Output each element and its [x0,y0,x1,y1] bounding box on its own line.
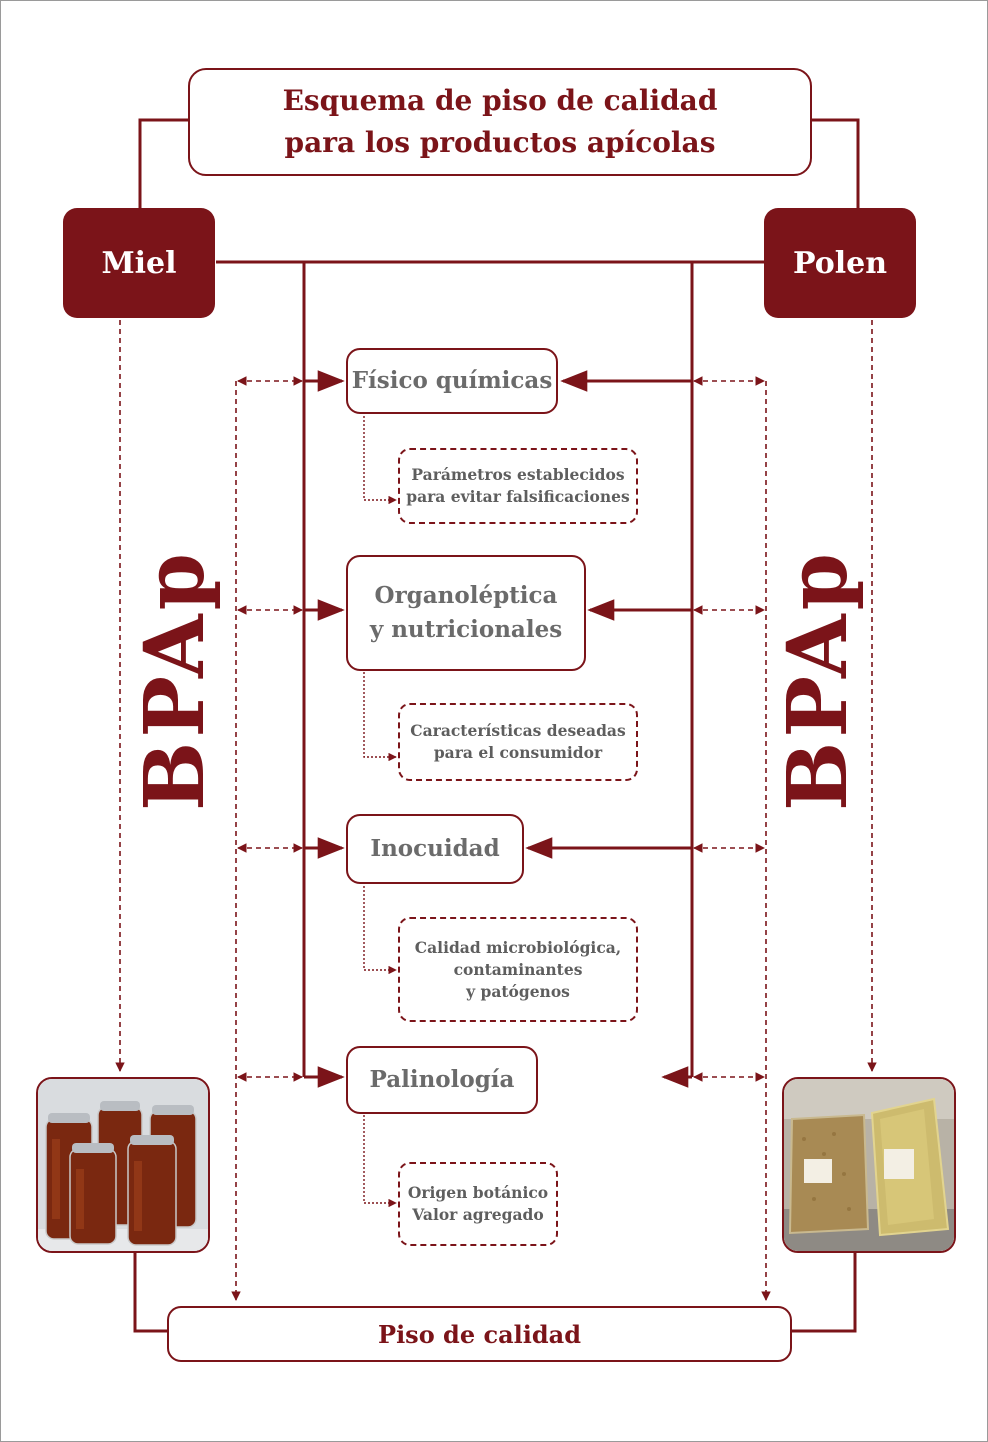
note-line: para el consumidor [433,743,603,762]
piso-de-calidad-box: Piso de calidad [167,1306,792,1362]
note-inocuidad: Calidad microbiológica, contaminantes y … [398,917,638,1022]
note-line: para evitar falsificaciones [406,487,630,506]
note-organoleptica: Características deseadas para el consumi… [398,703,638,781]
miel-photo-to-floor [133,1253,167,1333]
organo-to-note-dotted [363,672,397,762]
note-line: Características deseadas [410,721,626,740]
diagram-title: Esquema de piso de calidad para los prod… [188,68,812,176]
title-line-1: Esquema de piso de calidad [282,84,718,117]
honey-jars-image [38,1079,208,1251]
piso-de-calidad-label: Piso de calidad [378,1319,581,1349]
note-line: Origen botánico [407,1183,549,1202]
bpap-label-left: BPAp [127,549,223,811]
category-label: Físico químicas [351,367,553,394]
product-miel-label: Miel [101,245,177,281]
note-line: Valor agregado [412,1205,544,1224]
title-line-2: para los productos apícolas [284,126,716,159]
polen-photo-to-floor [792,1253,857,1333]
note-palinologia: Origen botánico Valor agregado [398,1162,558,1246]
note-line: contaminantes [453,959,583,979]
category-label: y nutricionales [369,616,563,643]
note-fisico-quimicas: Parámetros establecidos para evitar fals… [398,448,638,524]
inocuidad-to-note-dotted [363,886,397,975]
title-to-polen-line [812,118,860,208]
product-miel: Miel [63,208,215,318]
honey-jars-photo [36,1077,210,1253]
note-line: y patógenos [466,981,570,1001]
category-palinologia: Palinología [346,1046,538,1114]
category-label: Organoléptica [374,582,558,609]
category-label: Inocuidad [370,835,500,862]
note-line: Calidad microbiológica, [414,937,622,957]
palino-to-note-dotted [363,1115,397,1208]
category-label: Palinología [369,1066,515,1093]
product-polen-label: Polen [792,245,888,281]
bpap-label-right: BPAp [770,549,866,811]
title-to-miel-line [138,118,188,208]
pollen-bags-image [784,1079,954,1251]
note-line: Parámetros establecidos [411,465,625,484]
product-polen: Polen [764,208,916,318]
category-organoleptica: Organoléptica y nutricionales [346,555,586,671]
category-fisico-quimicas: Físico químicas [346,348,558,414]
pollen-bags-photo [782,1077,956,1253]
category-inocuidad: Inocuidad [346,814,524,884]
fisico-to-note-dotted [363,416,397,505]
